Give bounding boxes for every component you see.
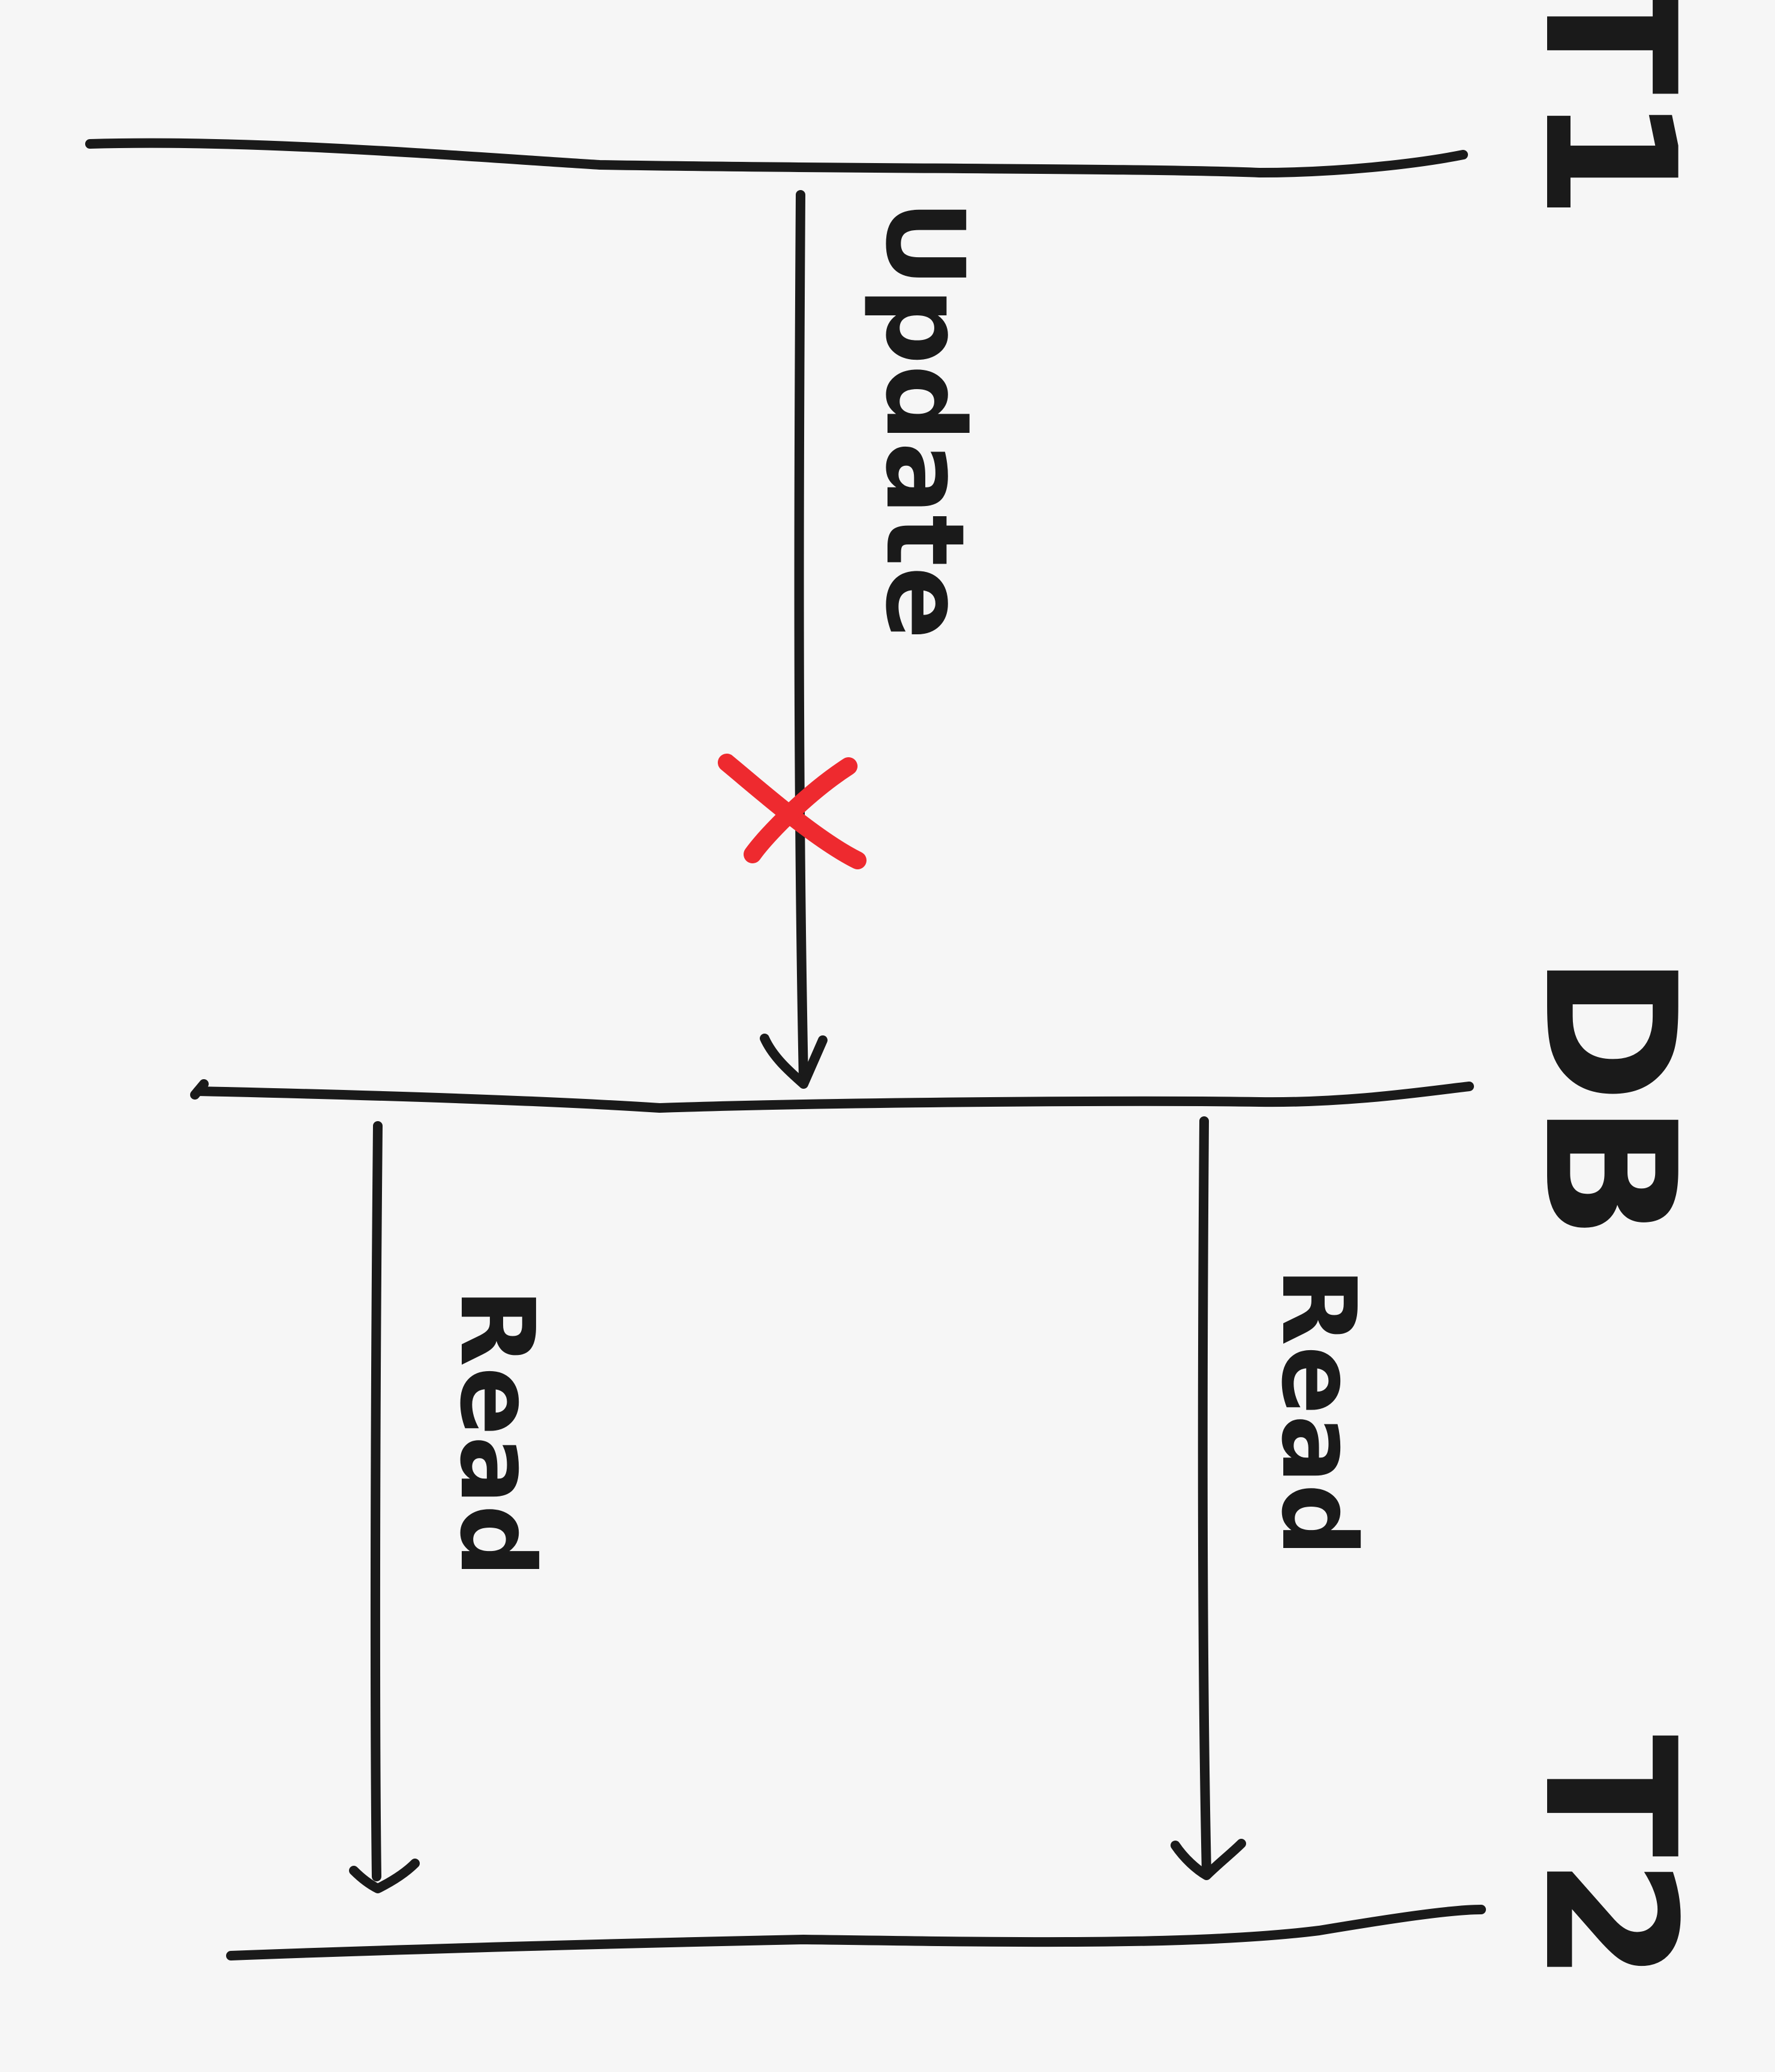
update-label: Update [862,200,987,639]
read-right-arrow-head [1171,1839,1246,1880]
read-left-arrow-shaft [370,1121,383,1881]
t1-label: T1 [1505,0,1714,220]
db-lifeline [193,1082,1474,1113]
read-right-arrow-shaft [1198,1116,1211,1877]
t2-lifeline [226,1905,1486,1960]
read-left-arrow-head [349,1859,420,1893]
read-left-label: Read [437,1288,556,1578]
db-label: DB [1505,954,1714,1240]
update-arrow-head [760,1034,828,1089]
update-arrow-shaft [794,190,808,1084]
read-right-label: Read [1259,1267,1377,1557]
db-lifeline-start-hook [190,1079,209,1100]
failure-cross-icon [718,754,867,869]
t1-lifeline [85,138,1468,177]
t2-label: T2 [1505,1734,1714,1982]
